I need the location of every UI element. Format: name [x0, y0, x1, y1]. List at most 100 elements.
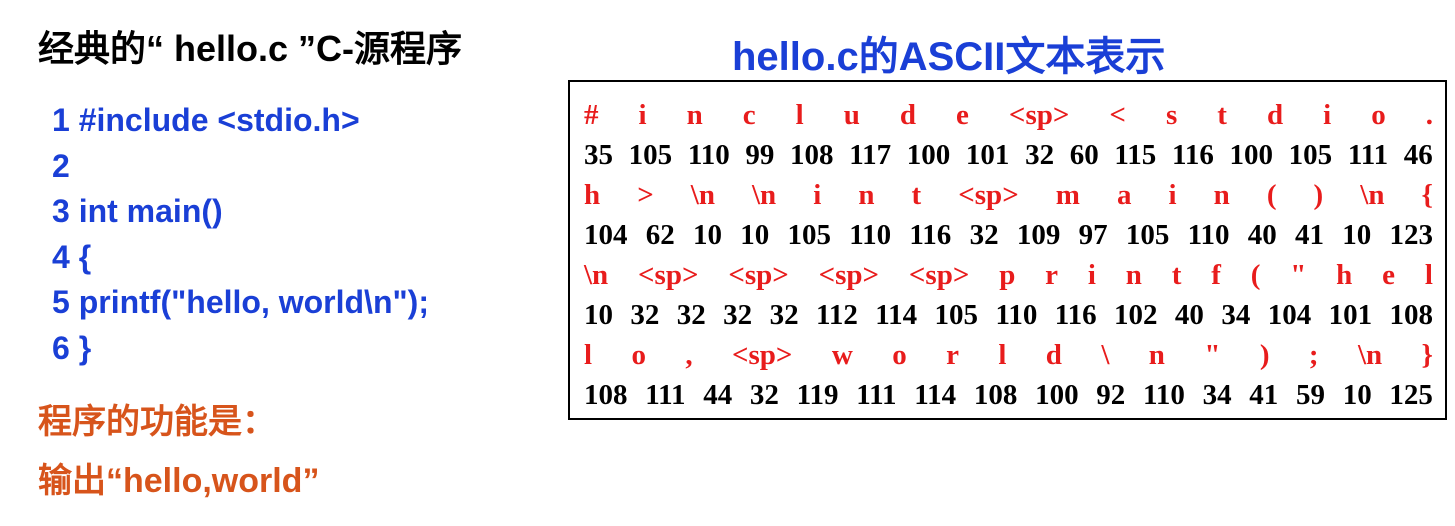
ascii-char: o — [1371, 99, 1386, 131]
ascii-code: 111 — [856, 379, 897, 411]
ascii-char: <sp> — [958, 179, 1019, 211]
ascii-code: 110 — [687, 139, 730, 171]
ascii-char: w — [831, 339, 853, 371]
ascii-char: t — [1217, 99, 1227, 131]
ascii-code: 99 — [745, 139, 775, 171]
ascii-code: 100 — [906, 139, 951, 171]
source-program-title: 经典的“ hello.c ”C-源程序 — [38, 28, 463, 69]
ascii-char: d — [1266, 99, 1284, 131]
ascii-code: 111 — [645, 379, 686, 411]
ascii-char: { — [1421, 179, 1433, 211]
ascii-char: l — [1424, 259, 1433, 291]
code-listing: 1 #include <stdio.h> 2 3 int main() 4 { … — [52, 98, 429, 371]
ascii-char: h — [1336, 259, 1353, 291]
ascii-char: n — [1148, 339, 1165, 371]
ascii-code: 59 — [1295, 379, 1325, 411]
ascii-char: <sp> — [1008, 99, 1070, 131]
ascii-char: ( — [1266, 179, 1277, 211]
ascii-char: n — [1213, 179, 1230, 211]
ascii-char: " — [1204, 339, 1221, 371]
ascii-code: 108 — [973, 379, 1018, 411]
ascii-char: r — [1045, 259, 1059, 291]
ascii-code: 10 — [1342, 379, 1372, 411]
ascii-code: 41 — [1249, 379, 1279, 411]
ascii-char: " — [1290, 259, 1307, 291]
ascii-char: l — [998, 339, 1007, 371]
ascii-char: } — [1421, 339, 1433, 371]
ascii-code: 116 — [1171, 139, 1214, 171]
ascii-code: 111 — [1347, 139, 1389, 171]
ascii-code: 32 — [969, 219, 999, 251]
ascii-code: 46 — [1403, 139, 1433, 171]
ascii-char: ) — [1259, 339, 1270, 371]
ascii-char: <sp> — [731, 339, 793, 371]
ascii-char: c — [742, 99, 756, 131]
ascii-code: 110 — [1187, 219, 1230, 251]
ascii-char: l — [584, 339, 593, 371]
ascii-code: 108 — [1389, 299, 1433, 331]
ascii-char: i — [813, 179, 822, 211]
code-line: 1 #include <stdio.h> — [52, 102, 360, 138]
ascii-code: 32 — [723, 299, 753, 331]
ascii-code: 10 — [1342, 219, 1372, 251]
function-description: 输出“hello,world” — [38, 462, 320, 500]
ascii-char: u — [843, 99, 860, 131]
ascii-char: f — [1211, 259, 1221, 291]
ascii-char: ( — [1250, 259, 1261, 291]
ascii-char: t — [911, 179, 922, 211]
code-line: 3 int main() — [52, 193, 223, 229]
ascii-code: 102 — [1114, 299, 1158, 331]
ascii-code: 32 — [676, 299, 706, 331]
ascii-code: 105 — [628, 139, 673, 171]
ascii-code: 41 — [1294, 219, 1324, 251]
ascii-code: 105 — [1125, 219, 1170, 251]
ascii-code: 123 — [1389, 219, 1433, 251]
ascii-code: 119 — [796, 379, 839, 411]
ascii-code: 112 — [815, 299, 858, 331]
ascii-code: 110 — [849, 219, 892, 251]
ascii-code: 108 — [790, 139, 834, 171]
ascii-code: 97 — [1078, 219, 1108, 251]
ascii-code: 104 — [584, 219, 628, 251]
ascii-char: <sp> — [908, 259, 970, 291]
ascii-char: \n — [1357, 339, 1383, 371]
ascii-code: 105 — [1288, 139, 1333, 171]
ascii-char: <sp> — [818, 259, 880, 291]
ascii-code: 32 — [749, 379, 779, 411]
ascii-char: n — [686, 99, 703, 131]
ascii-char: i — [638, 99, 647, 131]
ascii-code: 101 — [965, 139, 1010, 171]
ascii-code: 109 — [1016, 219, 1061, 251]
ascii-code: 117 — [849, 139, 892, 171]
ascii-code: 116 — [1054, 299, 1097, 331]
ascii-char: <sp> — [728, 259, 789, 291]
ascii-char: r — [946, 339, 959, 371]
code-line: 2 — [52, 147, 70, 184]
ascii-code: 32 — [769, 299, 799, 331]
ascii-char: s — [1165, 99, 1178, 131]
ascii-char: p — [999, 259, 1016, 291]
ascii-code: 115 — [1114, 139, 1157, 171]
ascii-char: i — [1323, 99, 1332, 131]
ascii-char: # — [584, 99, 599, 131]
ascii-code: 110 — [995, 299, 1038, 331]
ascii-code: 10 — [584, 299, 613, 331]
ascii-code: 44 — [703, 379, 733, 411]
ascii-code: 108 — [584, 379, 628, 411]
ascii-char: \n — [1360, 179, 1385, 211]
ascii-code: 114 — [875, 299, 918, 331]
ascii-code: 125 — [1389, 379, 1433, 411]
ascii-char: \n — [752, 179, 777, 211]
ascii-code: 10 — [740, 219, 770, 251]
ascii-code: 114 — [914, 379, 957, 411]
ascii-char: d — [1045, 339, 1062, 371]
ascii-code: 100 — [1229, 139, 1274, 171]
ascii-char: e — [1382, 259, 1396, 291]
ascii-char: ) — [1313, 179, 1324, 211]
ascii-code: 60 — [1069, 139, 1099, 171]
